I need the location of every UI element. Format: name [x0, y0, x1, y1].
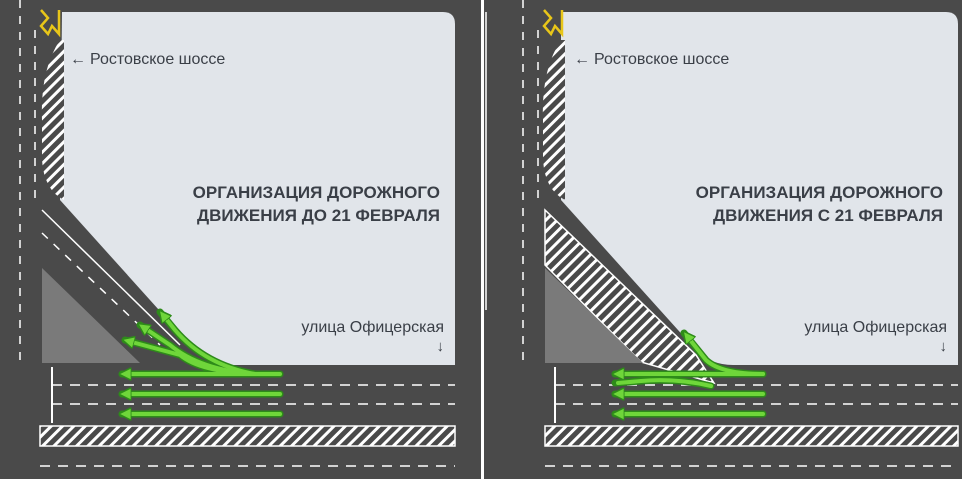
arrow-down-icon: ↓ — [436, 338, 445, 355]
arrow-left-icon: ← — [70, 51, 86, 68]
street-label-north: ←Ростовское шоссе — [574, 51, 730, 68]
map-panel-after: ←Ростовское шоссе ОРГАНИЗАЦИЯ ДОРОЖНОГО … — [481, 0, 962, 479]
map-panel-before: ←Ростовское шоссе ОРГАНИЗАЦИЯ ДОРОЖНОГО … — [0, 0, 481, 479]
road-diagram-before — [0, 0, 481, 479]
median-hatching — [544, 425, 959, 447]
diagram-title: ОРГАНИЗАЦИЯ ДОРОЖНОГО ДВИЖЕНИЯ ДО 21 ФЕВ… — [192, 183, 440, 225]
street-label-east: улица Офицерская ↓ — [703, 319, 947, 355]
traffic-island — [545, 268, 643, 363]
diagram-title: ОРГАНИЗАЦИЯ ДОРОЖНОГО ДВИЖЕНИЯ С 21 ФЕВР… — [695, 183, 943, 225]
traffic-island — [42, 268, 140, 363]
curb-hatching — [542, 40, 565, 200]
city-block — [561, 12, 958, 365]
arrow-down-icon: ↓ — [939, 338, 948, 355]
city-block — [60, 12, 455, 365]
median-hatching — [39, 425, 456, 447]
center-line-marking — [39, 9, 61, 38]
street-label-east: улица Офицерская ↓ — [200, 319, 444, 355]
arrow-left-icon: ← — [574, 51, 590, 68]
curb-hatching — [41, 40, 64, 200]
traffic-flow-arrows — [118, 308, 284, 414]
street-label-north: ←Ростовское шоссе — [70, 51, 226, 68]
center-line-marking — [542, 9, 564, 38]
road-diagram-after — [481, 0, 962, 479]
traffic-flow-arrows — [611, 329, 767, 414]
